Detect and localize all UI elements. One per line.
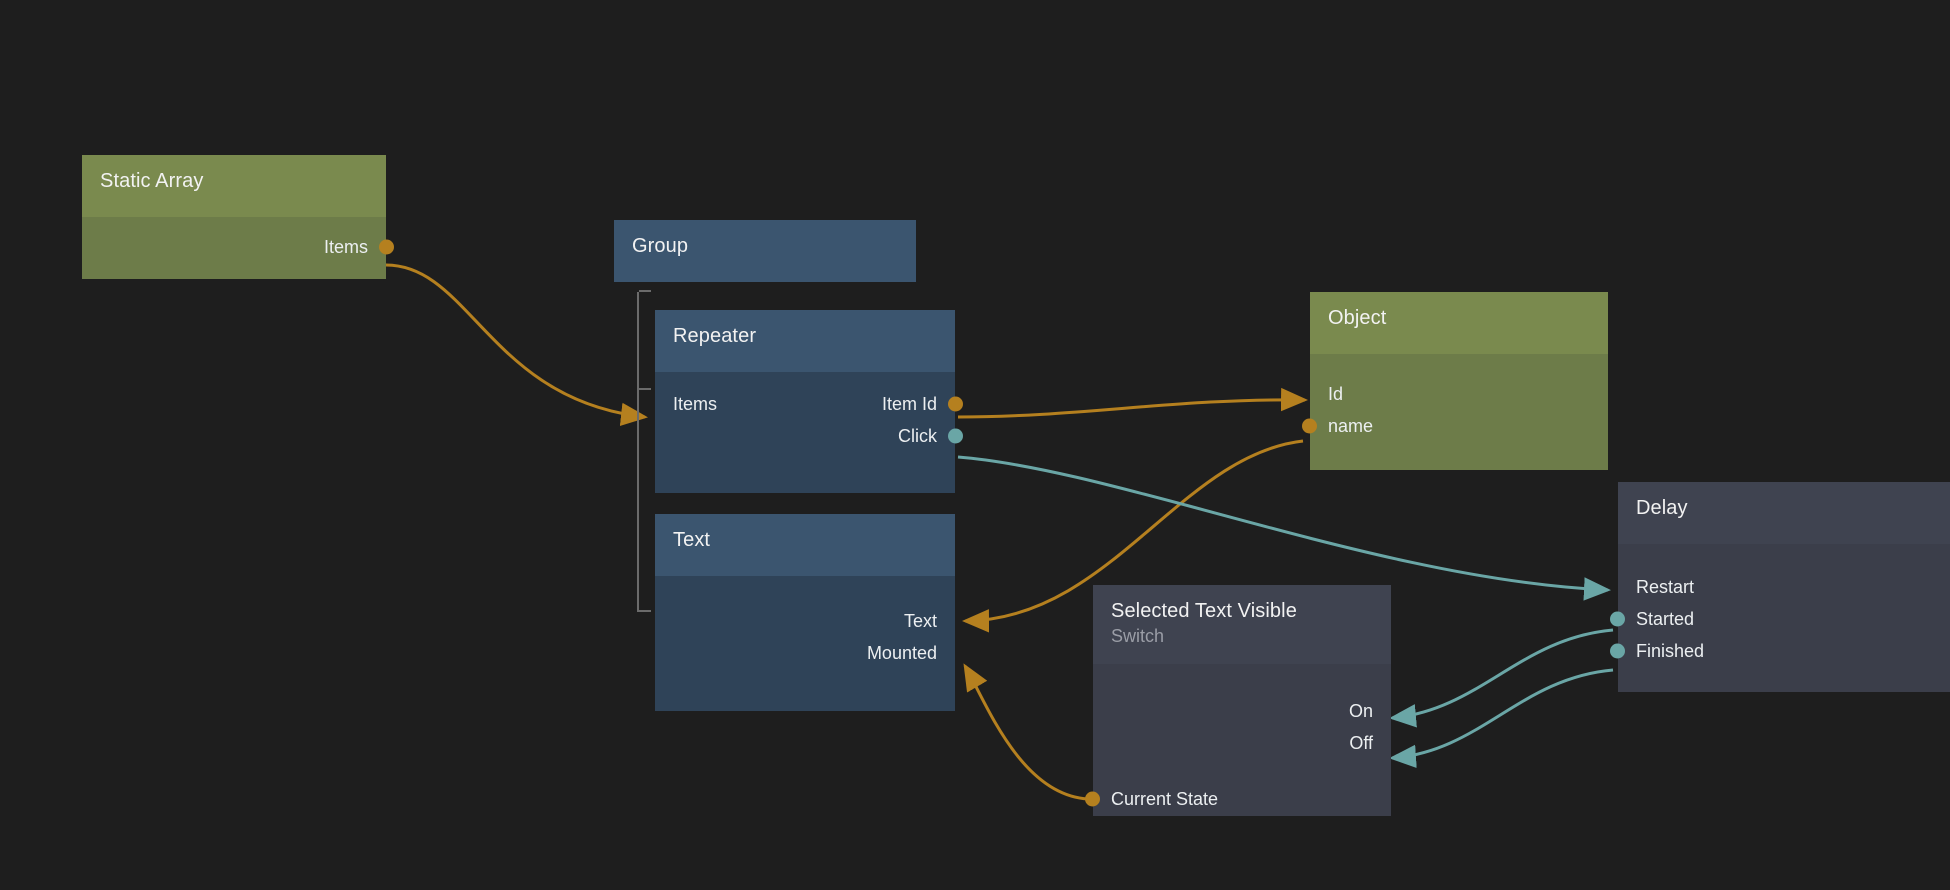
port-row-delay-finished[interactable]: Finished (1610, 635, 1950, 667)
port-label-mounted: Mounted (866, 643, 937, 663)
port-row-object-id[interactable]: Id (1310, 378, 1608, 410)
port-label-restart: Restart (1636, 577, 1695, 597)
port-row-static-array-items[interactable]: Items (82, 231, 394, 263)
node-group-title: Group (632, 235, 689, 257)
port-label-current-state: Current State (1111, 789, 1219, 809)
port-label-text: Text (903, 611, 937, 631)
node-repeater-title: Repeater (673, 325, 757, 347)
node-group-header: Group (614, 220, 916, 282)
port-label-on: On (1348, 701, 1373, 721)
port-label-name: name (1328, 416, 1374, 436)
node-object-header: Object (1310, 292, 1608, 354)
node-static-array-title: Static Array (100, 170, 204, 192)
port-label-click: Click (898, 426, 937, 446)
port-dot-items[interactable] (379, 239, 394, 255)
node-object[interactable]: Object Id name (1302, 292, 1608, 470)
node-switch-selected-text-visible[interactable]: Selected Text Visible Switch On Off Curr… (1085, 585, 1391, 816)
node-repeater-body: Items Item Id Click (655, 372, 963, 493)
port-label-started: Started (1636, 609, 1695, 629)
port-label-finished: Finished (1636, 641, 1705, 661)
port-row-switch-on[interactable]: On (1093, 695, 1391, 727)
edge-repeater-click-to-delay-restart (957, 455, 1611, 601)
node-static-array-body: Items (82, 217, 394, 279)
edge-delay-finished-to-switch-off (1389, 668, 1614, 769)
port-row-switch-off[interactable]: Off (1093, 727, 1391, 759)
port-dot-current-state[interactable] (1085, 791, 1100, 807)
node-text-title: Text (673, 529, 711, 551)
node-object-body: Id name (1302, 354, 1608, 470)
port-row-delay-restart[interactable]: Restart (1618, 571, 1950, 603)
node-delay[interactable]: Delay Restart Started Finished (1610, 482, 1950, 692)
port-label-id: Id (1328, 384, 1344, 404)
node-text[interactable]: Text Text Mounted (655, 514, 955, 711)
port-row-repeater-items[interactable]: Items (655, 388, 955, 420)
port-row-delay-started[interactable]: Started (1610, 603, 1950, 635)
node-switch-subtitle: Switch (1111, 626, 1165, 646)
port-dot-finished[interactable] (1610, 643, 1625, 659)
node-static-array[interactable]: Static Array Items (82, 155, 394, 279)
node-text-body: Text Mounted (655, 576, 955, 711)
node-delay-header: Delay (1618, 482, 1950, 544)
port-dot-started[interactable] (1610, 611, 1625, 627)
edge-switch-currentstate-to-text-mounted (963, 663, 1089, 801)
node-repeater[interactable]: Repeater Items Item Id Click (655, 310, 963, 493)
node-switch-body: On Off Current State (1085, 664, 1391, 816)
port-row-switch-current-state[interactable]: Current State (1085, 783, 1391, 815)
port-label-item-id: Item Id (881, 394, 937, 414)
node-switch-title: Selected Text Visible (1111, 600, 1297, 622)
edge-delay-started-to-switch-on (1389, 628, 1614, 728)
port-row-repeater-click[interactable]: Click (655, 420, 963, 452)
edge-static-array-items-to-repeater-items (385, 263, 648, 426)
group-bracket (637, 290, 651, 612)
port-row-object-name[interactable]: name (1302, 410, 1608, 442)
port-label-items: Items (673, 394, 718, 414)
port-row-repeater-item-id[interactable]: Item Id (655, 388, 963, 420)
node-object-title: Object (1328, 307, 1387, 329)
port-dot-click[interactable] (948, 428, 963, 444)
node-delay-title: Delay (1636, 497, 1688, 519)
node-delay-body: Restart Started Finished (1610, 544, 1950, 692)
port-row-text-mounted[interactable]: Mounted (655, 637, 955, 669)
node-group[interactable]: Group (614, 220, 916, 282)
port-row-text-text[interactable]: Text (655, 605, 955, 637)
node-text-header: Text (655, 514, 955, 576)
port-dot-name[interactable] (1302, 418, 1317, 434)
port-dot-item-id[interactable] (948, 396, 963, 412)
node-static-array-header: Static Array (82, 155, 386, 217)
port-label-items: Items (323, 237, 368, 257)
port-label-off: Off (1349, 733, 1373, 753)
node-repeater-header: Repeater (655, 310, 955, 372)
edge-repeater-itemid-to-object-id (957, 387, 1308, 419)
node-switch-header: Selected Text Visible Switch (1093, 585, 1391, 664)
